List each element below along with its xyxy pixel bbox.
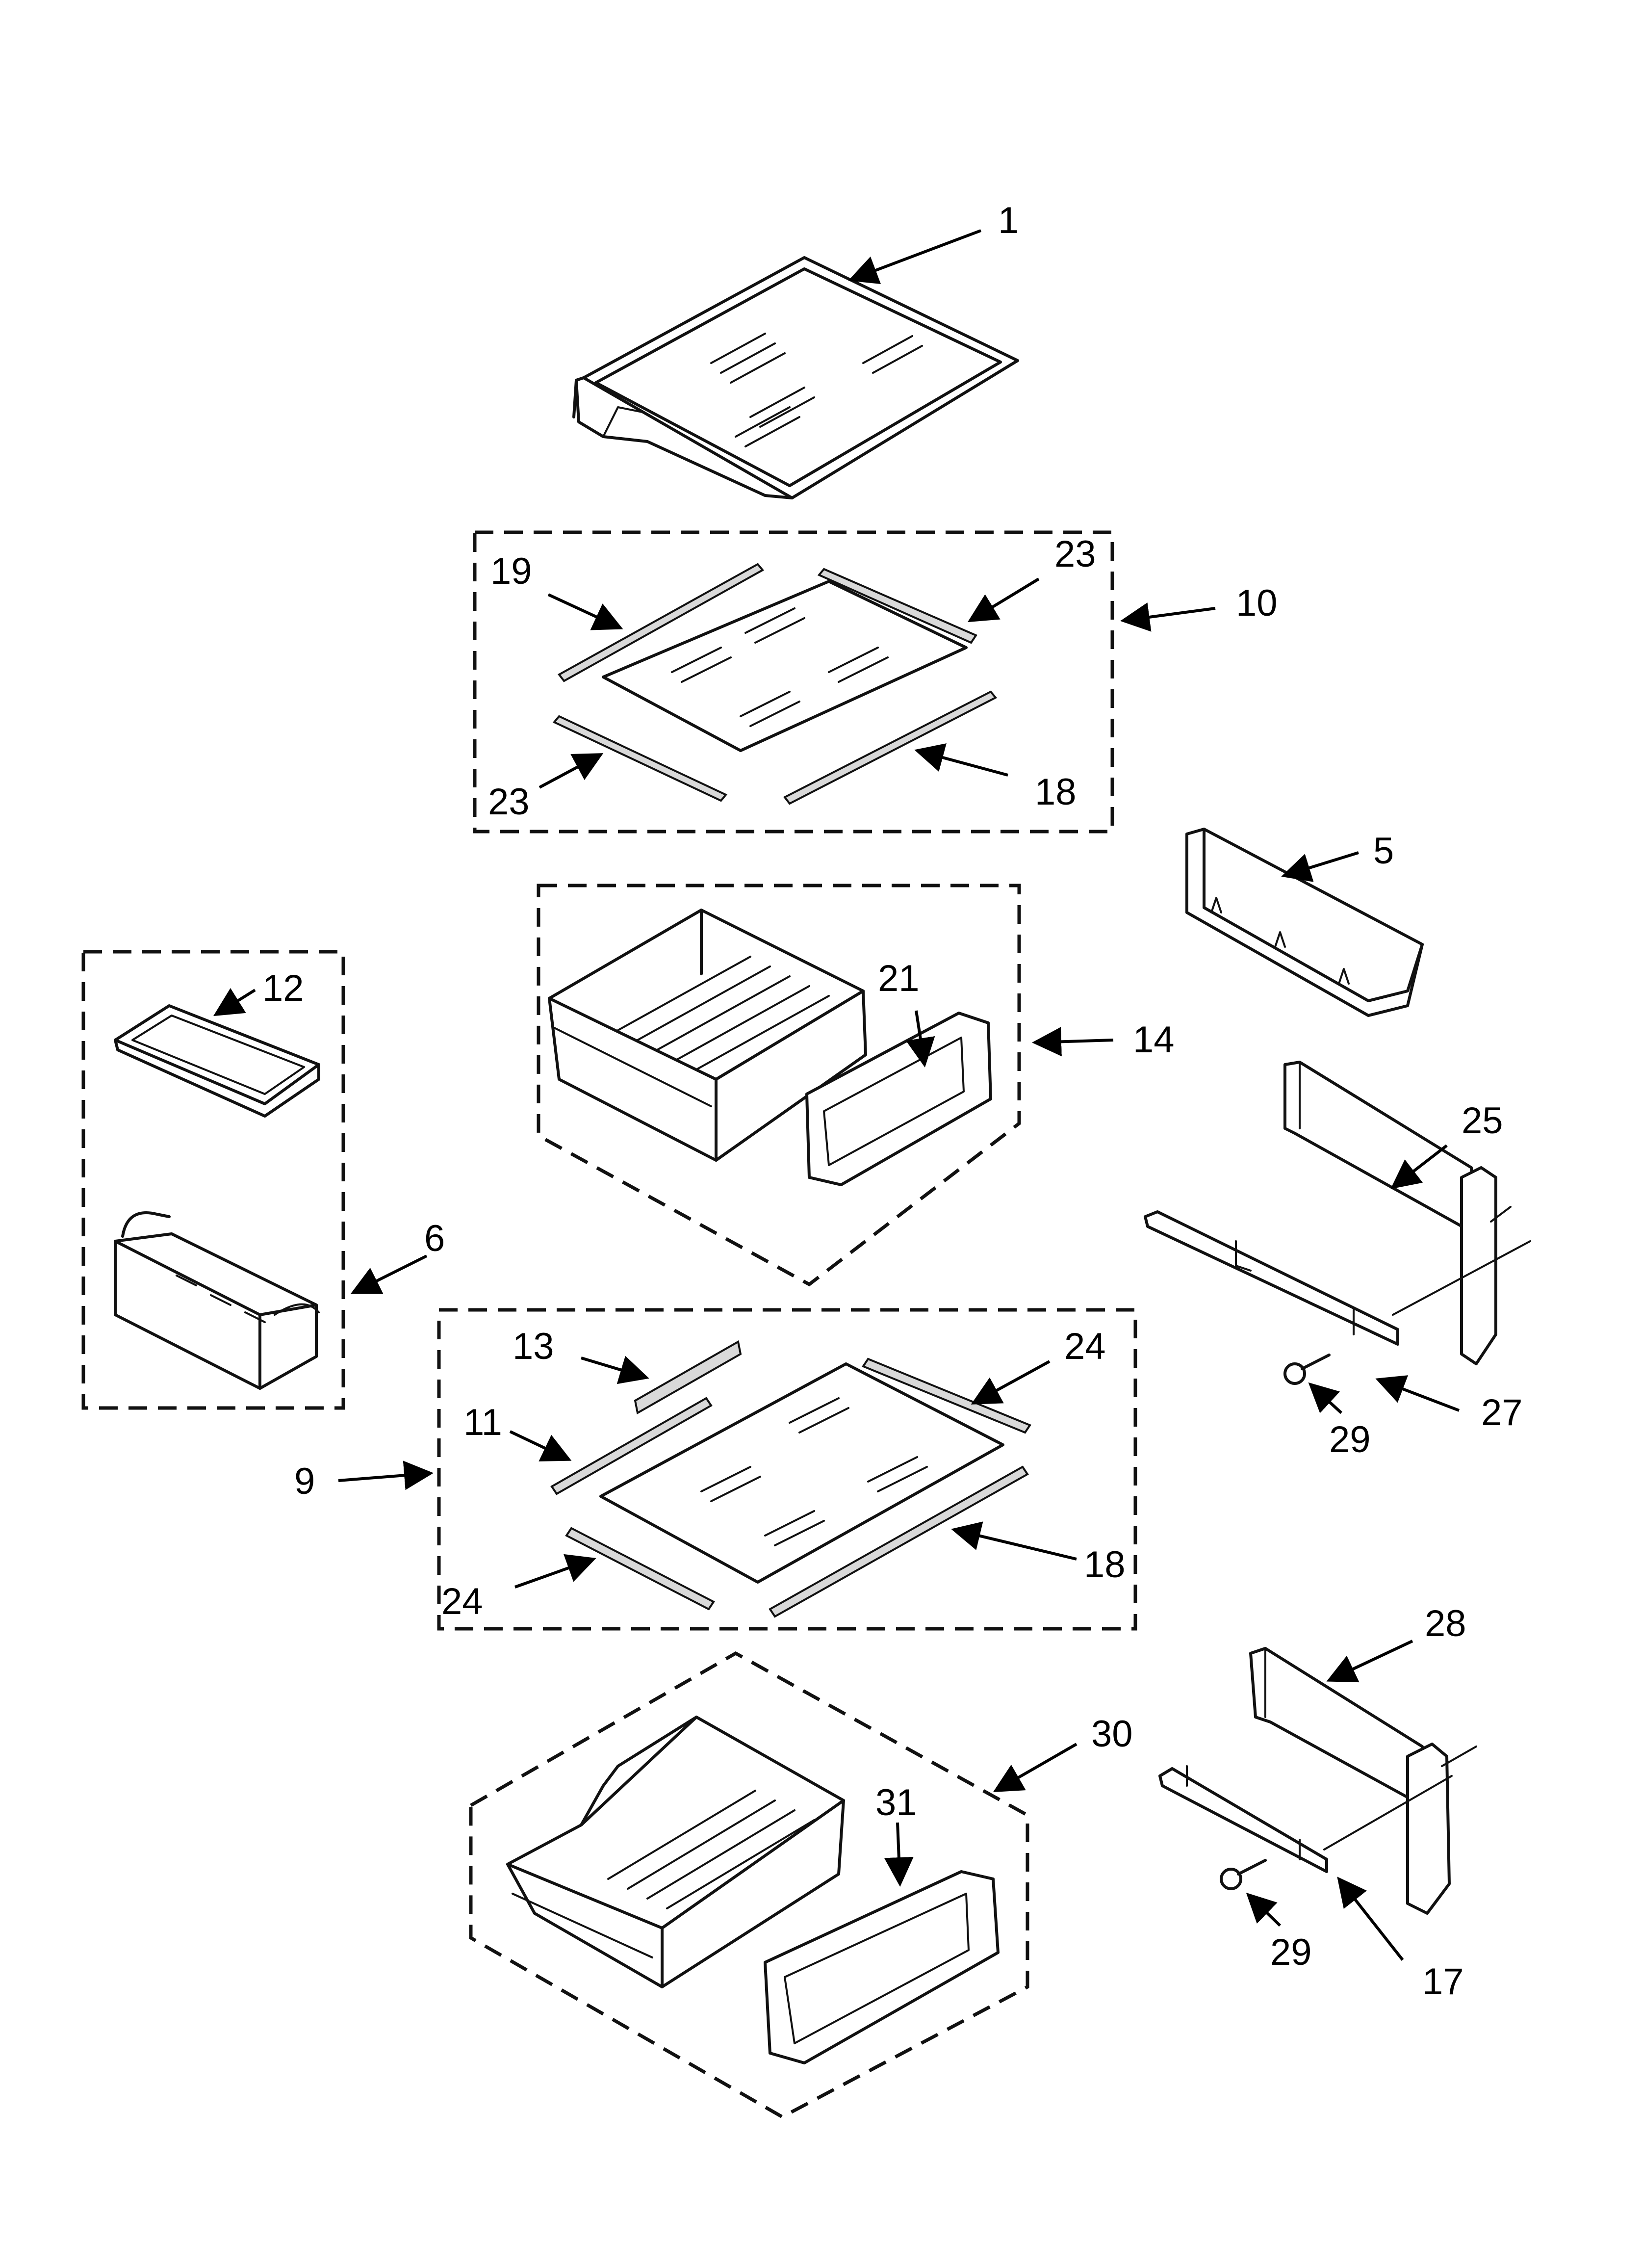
label-24-upper: 24 bbox=[1064, 1326, 1106, 1367]
label-13: 13 bbox=[513, 1326, 554, 1367]
part-labels: 1 19 23 10 23 18 5 12 21 14 25 6 13 24 1… bbox=[262, 200, 1523, 2003]
label-23-lower: 23 bbox=[488, 781, 530, 823]
glass-panel-10 bbox=[602, 580, 968, 752]
pan-front-31 bbox=[764, 1870, 1000, 2064]
group-10-box bbox=[473, 530, 1114, 834]
label-6: 6 bbox=[424, 1218, 445, 1259]
label-9: 9 bbox=[294, 1460, 315, 1502]
label-28: 28 bbox=[1425, 1603, 1466, 1644]
label-11: 11 bbox=[463, 1402, 502, 1443]
crisper-drawer-14 bbox=[548, 909, 867, 1162]
trim-strips-10 bbox=[552, 563, 998, 805]
glass-shelf bbox=[572, 256, 1019, 499]
screw-29a bbox=[1283, 1354, 1331, 1385]
label-24-lower: 24 bbox=[441, 1581, 483, 1622]
label-12: 12 bbox=[262, 967, 304, 1009]
screw-29b bbox=[1220, 1859, 1267, 1890]
glass-panel-9 bbox=[599, 1362, 1004, 1584]
leader-arrows bbox=[213, 229, 1460, 1961]
label-29-upper: 29 bbox=[1329, 1419, 1371, 1460]
pan-drawer-30 bbox=[506, 1716, 845, 1988]
label-14: 14 bbox=[1133, 1019, 1175, 1061]
label-29-lower: 29 bbox=[1270, 1931, 1312, 1973]
label-27: 27 bbox=[1481, 1392, 1523, 1434]
label-18-lower: 18 bbox=[1084, 1544, 1126, 1586]
label-5: 5 bbox=[1373, 830, 1394, 872]
label-18-upper: 18 bbox=[1035, 771, 1077, 813]
trim-strips-9 bbox=[550, 1340, 1032, 1618]
label-10: 10 bbox=[1236, 582, 1278, 624]
label-1: 1 bbox=[998, 200, 1019, 241]
group-14-box bbox=[537, 884, 1021, 1287]
compartment-lid-12 bbox=[114, 1004, 320, 1118]
channel-5 bbox=[1185, 828, 1424, 1017]
group-6-box bbox=[81, 950, 345, 1410]
label-21: 21 bbox=[878, 958, 920, 999]
group-30-box bbox=[469, 1651, 1029, 2119]
label-30: 30 bbox=[1091, 1713, 1133, 1755]
label-19: 19 bbox=[490, 550, 532, 592]
compartment-bin bbox=[114, 1211, 320, 1390]
rail-assembly-25 bbox=[1144, 1061, 1531, 1365]
label-17: 17 bbox=[1422, 1961, 1464, 2003]
rail-assembly-28 bbox=[1158, 1647, 1477, 1915]
label-23-upper: 23 bbox=[1054, 533, 1096, 575]
group-9-box bbox=[437, 1308, 1137, 1631]
label-25: 25 bbox=[1462, 1100, 1503, 1142]
label-31: 31 bbox=[875, 1782, 917, 1824]
